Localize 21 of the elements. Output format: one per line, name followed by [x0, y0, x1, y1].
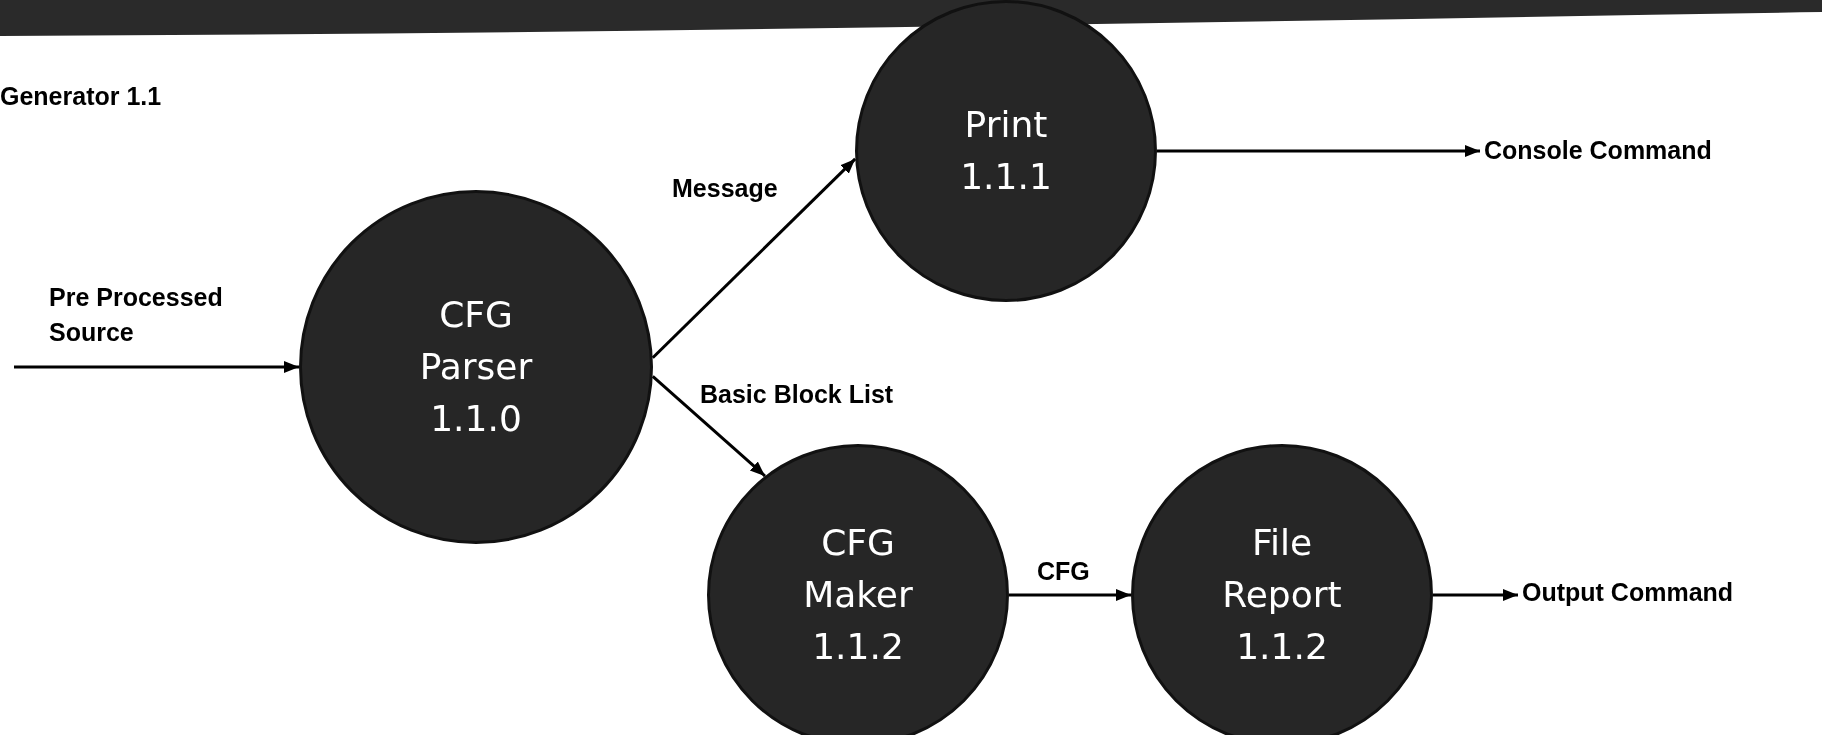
arrow [1009, 589, 1131, 601]
process-name: File Report [1221, 520, 1343, 617]
diagram-heading: Generator 1.1 [0, 81, 162, 112]
edge-label: Message [672, 173, 778, 204]
edge-label: Pre Processed Source [49, 282, 224, 348]
arrow [651, 375, 767, 478]
arrow [1157, 145, 1480, 157]
process-number: 1.1.0 [430, 397, 522, 442]
process-name: Print [964, 102, 1048, 147]
arrow [651, 157, 857, 359]
arrow [14, 361, 299, 373]
output-text: Console Command [1484, 132, 1712, 170]
arrow [1433, 589, 1518, 601]
process-number: 1.1.2 [812, 625, 904, 670]
edge-label: CFG [1037, 556, 1090, 587]
process-number: 1.1.2 [1236, 625, 1328, 670]
output-text: Output Command [1522, 574, 1734, 612]
process-name: CFG Parser [418, 292, 534, 389]
edge-label: Basic Block List [700, 379, 894, 410]
process-name: CFG Maker [802, 520, 914, 617]
process-number: 1.1.1 [960, 155, 1052, 199]
